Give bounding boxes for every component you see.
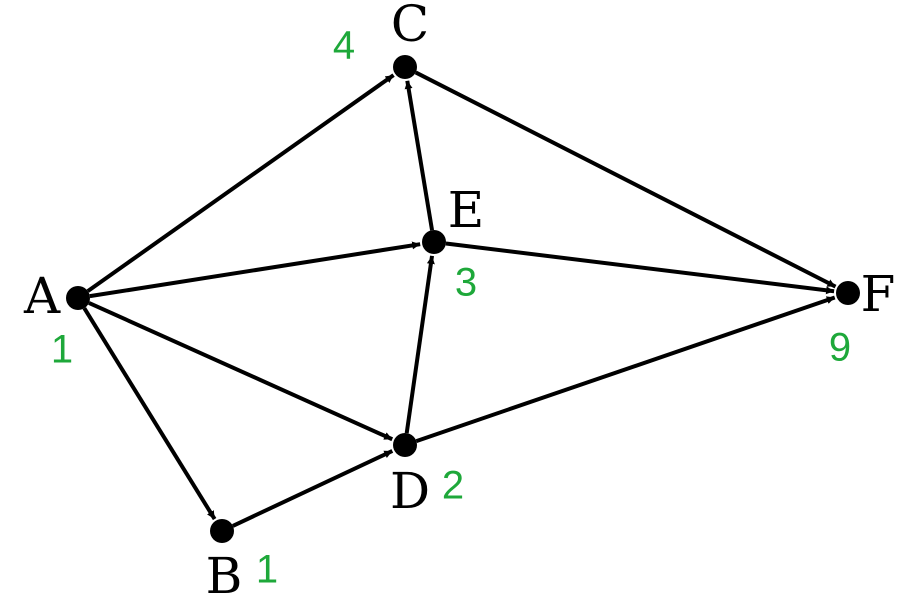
node-label-f: F — [861, 265, 896, 323]
node-label-d: D — [390, 462, 430, 520]
edge-c-f — [414, 70, 837, 289]
node-a: A1 — [23, 267, 90, 372]
node-count-c: 4 — [333, 24, 355, 68]
edge-a-e — [89, 241, 421, 299]
node-label-b: B — [206, 547, 243, 605]
node-f: F9 — [829, 265, 895, 370]
node-label-c: C — [391, 0, 429, 53]
node-dot-a — [66, 286, 90, 310]
node-count-b: 1 — [256, 548, 278, 592]
node-dot-f — [836, 281, 860, 305]
edge-a-b — [82, 307, 217, 521]
edges-layer — [82, 70, 837, 528]
edge-a-c — [86, 73, 395, 293]
node-label-e: E — [448, 181, 485, 239]
node-count-d: 2 — [442, 464, 464, 508]
edge-d-f — [415, 295, 836, 443]
node-dot-c — [393, 55, 417, 79]
node-dot-b — [210, 519, 234, 543]
node-dot-d — [393, 433, 417, 457]
edge-e-c — [404, 80, 435, 231]
node-label-a: A — [23, 267, 61, 325]
edge-d-e — [404, 255, 435, 434]
node-count-a: 1 — [51, 328, 73, 372]
node-c: C4 — [333, 0, 429, 79]
edge-b-d — [232, 449, 394, 528]
node-count-f: 9 — [829, 326, 851, 370]
edge-a-d — [88, 301, 394, 442]
node-count-e: 3 — [455, 261, 477, 305]
node-e: E3 — [422, 181, 484, 305]
edge-e-f — [445, 241, 835, 295]
node-dot-e — [422, 230, 446, 254]
